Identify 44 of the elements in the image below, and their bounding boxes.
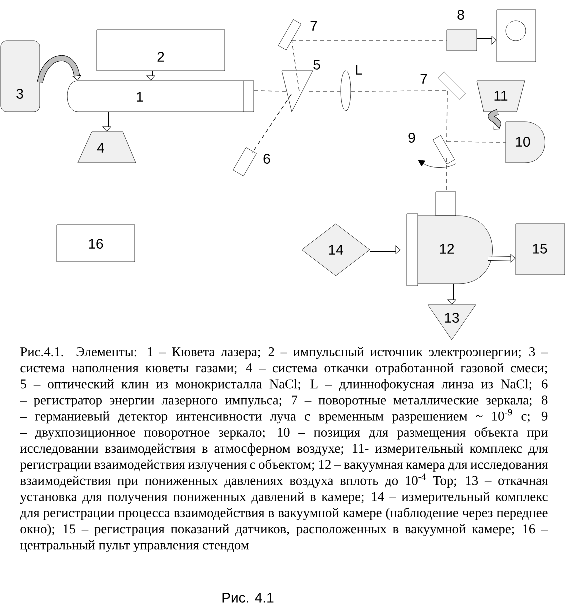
node-label: 7 xyxy=(310,21,318,31)
node-label: 8 xyxy=(458,10,464,20)
beam-line xyxy=(309,91,342,92)
node-label: 7 xyxy=(420,74,428,84)
hollow-arrow xyxy=(102,112,112,132)
control-box: 16 xyxy=(56,224,136,262)
hollow-arrow xyxy=(488,254,516,263)
node-label: 9 xyxy=(408,133,416,143)
prism: 5 xyxy=(282,60,320,112)
vacuum-chamber: 12 xyxy=(406,192,493,286)
hollow-arrow xyxy=(146,71,156,81)
measuring-trapezoid: 11 xyxy=(476,80,526,112)
object-position: 10 xyxy=(506,122,546,164)
sensor-box: 15 xyxy=(516,224,566,276)
mirror: 7 xyxy=(278,20,318,50)
energy-recorder: 6 xyxy=(233,148,270,176)
node-label: 6 xyxy=(264,154,270,164)
beam-line xyxy=(254,90,288,92)
hollow-arrow xyxy=(488,109,502,130)
beam-line xyxy=(292,40,300,92)
hollow-arrow xyxy=(477,36,497,45)
pump-trapezoid: 4 xyxy=(78,132,136,164)
beam-line xyxy=(292,40,448,41)
detector-box: 8 xyxy=(446,10,478,52)
mirror: 7 xyxy=(420,72,466,100)
beam-line xyxy=(446,158,448,192)
figure-label: Рис. 4.1 xyxy=(222,593,274,603)
hollow-arrow xyxy=(448,284,456,305)
beam-line xyxy=(252,94,292,154)
beam-line xyxy=(446,142,506,143)
caption-text: Рис.4.1. Элементы: 1 – Кювета лазера; 2 – импульсный источник электроэнергии; 3 – система наполнения кюветы газами; 4 – система откачки отработанной газовой смеси; 5 – оптический клин из монокристалла NaCl; L – длиннофокусная линза из NaCl; 6 – регистратор энергии лазерного импульса; 7 – поворотные металлические зеркала; 8 – германиевый детектор интенсивности луча с временным разрешением ~ 10$^{-9}$ с; 9 – двухпозиционное поворотное зеркало; 10 – позиция для размещения объекта при исследовании взаимодействия в атмосферном воздухе; 11- измерительный комплекс для регистрации взаимодействия излучения с объектом; 12 – вакуумная камера для исследования взаимодействия при пониженных давлениях воздуха вплоть до 10$^{-4}$ Тор; 13 – откачная установка для получения пониженных давлений в камере; 14 – измерительный комплекс для регистрации процесса взаимодействия в вакуумной камере (наблюдение через переднее окно); 15 – регистрация показаний датчиков, расположенных в вакуумной камере; 16 – центральный пульт управления стендом xyxy=(20,347,548,552)
mirror: 9 xyxy=(408,133,456,165)
node-label: L xyxy=(356,65,362,75)
gas-filling-box: 3 xyxy=(0,40,40,112)
lens: L xyxy=(340,65,362,112)
display-box xyxy=(496,10,536,62)
pump-triangle: 13 xyxy=(428,304,476,340)
hollow-arrow xyxy=(370,246,401,254)
hollow-arrow xyxy=(37,56,82,84)
power-source-box: 2 xyxy=(96,30,226,72)
beam-line xyxy=(446,90,448,142)
beam-line xyxy=(350,90,448,92)
node-label: 5 xyxy=(314,60,320,70)
laser-cuvette: 1 xyxy=(67,80,254,112)
